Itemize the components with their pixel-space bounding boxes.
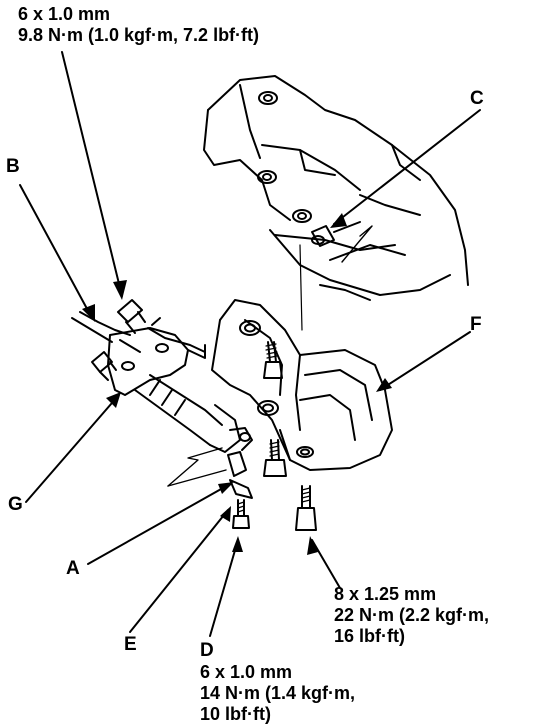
arrowheads [82, 213, 392, 555]
spec-bottom-torque-1: 14 N·m (1.4 kgf·m, [200, 683, 356, 703]
bracket-bolt-upper [263, 341, 283, 379]
callout-b: B [6, 156, 20, 177]
spec-bottom-size: 6 x 1.0 mm [200, 662, 293, 682]
spec-bottom: 6 x 1.0 mm 14 N·m (1.4 kgf·m, 10 lbf·ft) [200, 662, 355, 725]
spec-right-torque-2: 16 lbf·ft) [334, 626, 405, 646]
spec-right-size: 8 x 1.25 mm [334, 584, 437, 604]
flange-bolt-8x1.25 [295, 485, 317, 531]
heat-shield-bracket [211, 299, 393, 471]
flange-bolt-d [232, 499, 250, 529]
spec-top: 6 x 1.0 mm 9.8 N·m (1.0 kgf·m, 7.2 lbf·f… [18, 4, 259, 46]
callout-c: C [470, 88, 484, 109]
body-panel [203, 75, 469, 331]
callout-a: A [66, 558, 80, 579]
spec-right: 8 x 1.25 mm 22 N·m (2.2 kgf·m, 16 lbf·ft… [334, 584, 489, 647]
callout-d: D [200, 640, 214, 661]
spec-right-torque-1: 22 N·m (2.2 kgf·m, [334, 605, 490, 625]
callout-e: E [124, 634, 137, 655]
callout-f: F [470, 314, 482, 335]
leader-lines [19, 51, 481, 637]
sensor-assembly [71, 299, 253, 499]
spec-top-torque: 9.8 N·m (1.0 kgf·m, 7.2 lbf·ft) [18, 25, 260, 45]
bracket-bolt-lower [263, 439, 287, 477]
spec-bottom-torque-2: 10 lbf·ft) [200, 704, 271, 724]
spec-top-size: 6 x 1.0 mm [18, 4, 111, 24]
callout-g: G [8, 494, 23, 515]
